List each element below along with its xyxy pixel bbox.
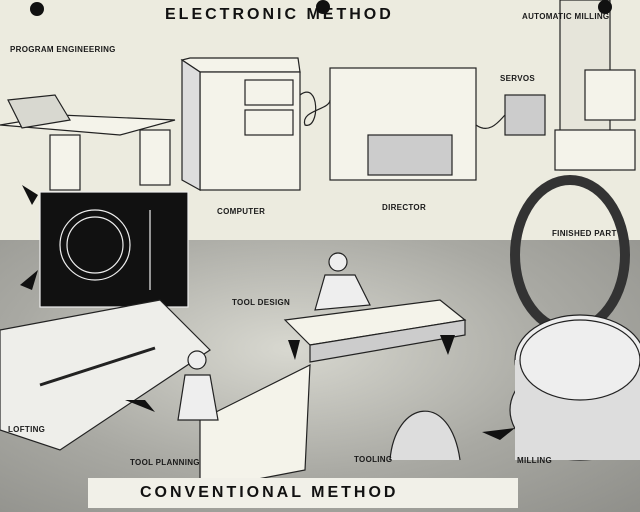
conventional-method-title: CONVENTIONAL METHOD	[140, 484, 399, 501]
label-milling: MILLING	[517, 456, 552, 465]
label-servos: SERVOS	[500, 74, 535, 83]
conventional-method-banner	[88, 478, 518, 508]
tool-planning-board-drawing	[199, 364, 311, 491]
label-tool-planning: TOOL PLANNING	[130, 458, 200, 467]
electronic-method-title: ELECTRONIC METHOD	[165, 6, 394, 23]
planner-figure	[187, 350, 207, 370]
lofting-spline	[39, 346, 156, 387]
desk-drawing	[0, 94, 176, 191]
designer-figure	[328, 252, 348, 272]
punch-hole	[598, 0, 612, 14]
finished-part-drawing	[510, 175, 630, 335]
label-computer: COMPUTER	[217, 207, 266, 216]
drawing-panel	[39, 191, 189, 308]
flow-arrows	[20, 185, 515, 440]
label-finished-part: FINISHED PART	[552, 229, 617, 238]
punch-hole	[316, 0, 330, 14]
punch-hole	[30, 2, 44, 16]
label-lofting: LOFTING	[8, 425, 46, 434]
label-tool-design: TOOL DESIGN	[232, 298, 291, 307]
computer-drawing	[180, 57, 301, 192]
label-director: DIRECTOR	[382, 203, 427, 212]
label-program-engineering: PROGRAM ENGINEERING	[10, 45, 116, 54]
tooling-drawing	[389, 410, 461, 461]
label-automatic-milling: AUTOMATIC MILLING	[522, 12, 610, 21]
milling-machine-drawing	[509, 314, 640, 461]
servos-drawing	[475, 0, 636, 171]
label-tooling: TOOLING	[354, 455, 393, 464]
director-drawing	[299, 67, 477, 181]
